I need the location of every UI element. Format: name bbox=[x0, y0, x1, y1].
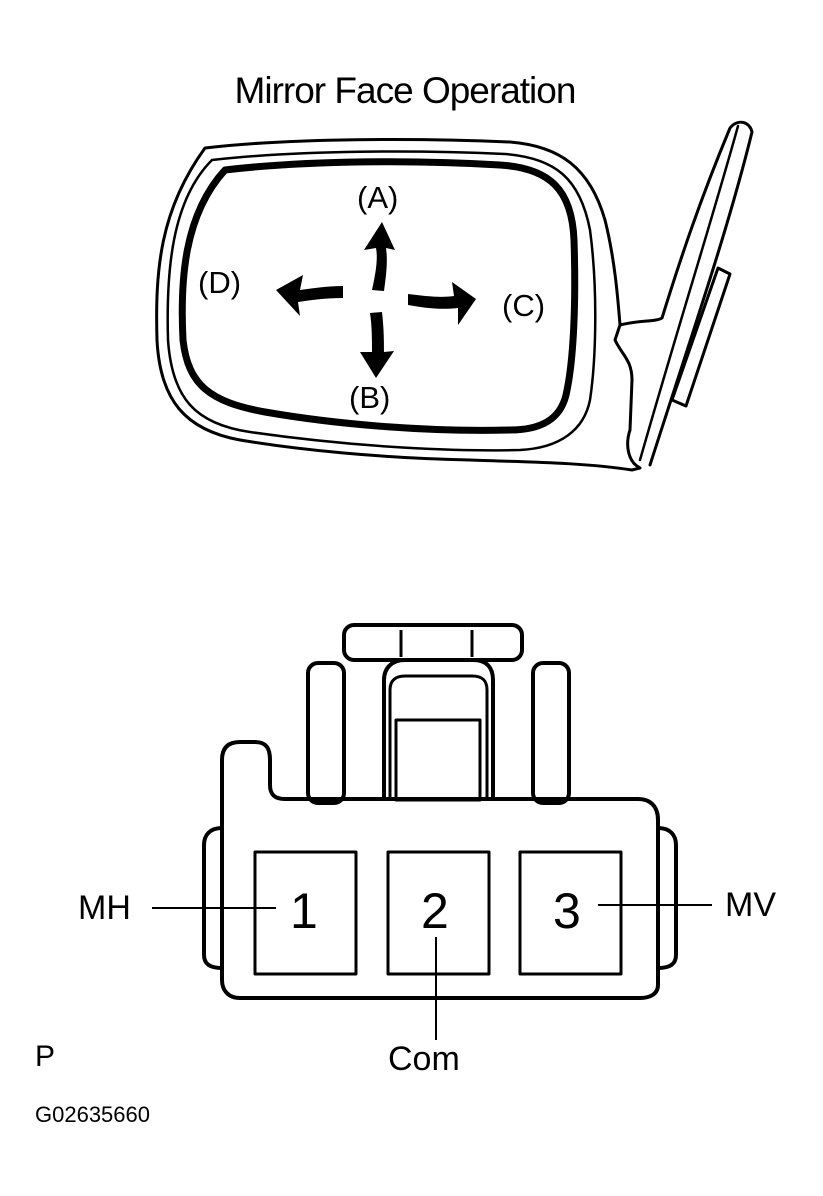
pin-2-label: Com bbox=[388, 1040, 460, 1078]
pin-1-number: 1 bbox=[290, 883, 318, 939]
pin-2-number: 2 bbox=[421, 883, 449, 939]
direction-arrows bbox=[276, 222, 476, 378]
pin-1-label: MH bbox=[78, 889, 131, 927]
view-marker: P bbox=[35, 1040, 56, 1073]
arrow-right-icon bbox=[408, 282, 476, 325]
diagram-title: Mirror Face Operation bbox=[234, 70, 577, 111]
figure-code: G02635660 bbox=[35, 1102, 150, 1127]
direction-label-a: (A) bbox=[357, 180, 399, 215]
arrow-left-icon bbox=[276, 275, 343, 316]
direction-label-b: (B) bbox=[349, 380, 391, 415]
direction-label-c: (C) bbox=[502, 288, 546, 323]
pin-3-number: 3 bbox=[553, 883, 581, 939]
arrow-up-icon bbox=[364, 222, 395, 291]
direction-label-d: (D) bbox=[198, 265, 242, 300]
arrow-down-icon bbox=[360, 312, 394, 378]
pin-3-label: MV bbox=[725, 886, 776, 924]
